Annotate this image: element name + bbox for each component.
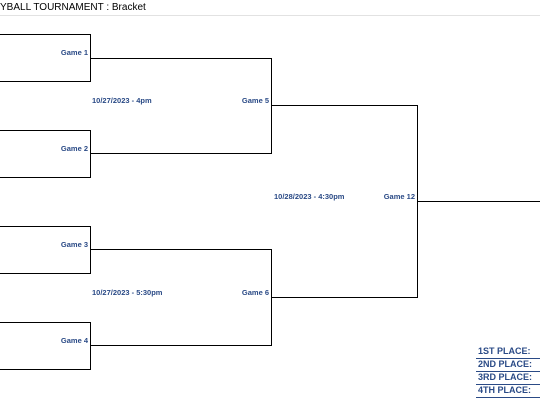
game-1-top-line <box>0 34 91 35</box>
game-4-top-line <box>0 322 91 323</box>
game-4-vertical-line <box>90 322 91 370</box>
game-1-label: Game 1 <box>60 48 88 57</box>
game-12-vertical-line <box>417 105 418 298</box>
game-4-bottom-line <box>0 369 91 370</box>
game-5-label: Game 5 <box>241 96 269 105</box>
page-title: YBALL TOURNAMENT : Bracket <box>0 2 146 13</box>
game-6-date: 10/27/2023 - 5:30pm <box>92 288 163 297</box>
game-6-vertical-line <box>271 249 272 346</box>
standings-list: 1ST PLACE: 2ND PLACE: 3RD PLACE: 4TH PLA… <box>476 346 540 398</box>
game-3-top-line <box>0 226 91 227</box>
game-1-vertical-line <box>90 34 91 82</box>
second-place-underline <box>476 371 540 372</box>
game-2-vertical-line <box>90 130 91 178</box>
champion-line <box>418 201 540 202</box>
game-5-vertical-line <box>271 58 272 154</box>
game-3-bottom-line <box>0 273 91 274</box>
first-place-underline <box>476 358 540 359</box>
game-6-label: Game 6 <box>241 288 269 297</box>
game-6-top-line <box>91 249 272 250</box>
game-2-label: Game 2 <box>60 144 88 153</box>
fourth-place-underline <box>476 397 540 398</box>
game-5-top-line <box>91 58 272 59</box>
game-12-date: 10/28/2023 - 4:30pm <box>274 192 345 201</box>
third-place-underline <box>476 384 540 385</box>
game-5-bottom-line <box>91 153 272 154</box>
second-place-label: 2ND PLACE: <box>478 359 533 369</box>
game-6-bottom-line <box>91 345 272 346</box>
game-5-date: 10/27/2023 - 4pm <box>92 96 152 105</box>
first-place-label: 1ST PLACE: <box>478 346 531 356</box>
game-12-bottom-line <box>272 297 418 298</box>
first-place-row: 1ST PLACE: <box>476 346 540 359</box>
game-3-vertical-line <box>90 226 91 274</box>
game-4-label: Game 4 <box>60 336 88 345</box>
game-2-bottom-line <box>0 177 91 178</box>
game-1-bottom-line <box>0 81 91 82</box>
title-divider <box>0 15 540 16</box>
game-3-label: Game 3 <box>60 240 88 249</box>
game-12-label: Game 12 <box>383 192 415 201</box>
game-2-top-line <box>0 130 91 131</box>
second-place-row: 2ND PLACE: <box>476 359 540 372</box>
fourth-place-row: 4TH PLACE: <box>476 385 540 398</box>
third-place-label: 3RD PLACE: <box>478 372 533 382</box>
game-12-top-line <box>272 105 418 106</box>
fourth-place-label: 4TH PLACE: <box>478 385 532 395</box>
third-place-row: 3RD PLACE: <box>476 372 540 385</box>
